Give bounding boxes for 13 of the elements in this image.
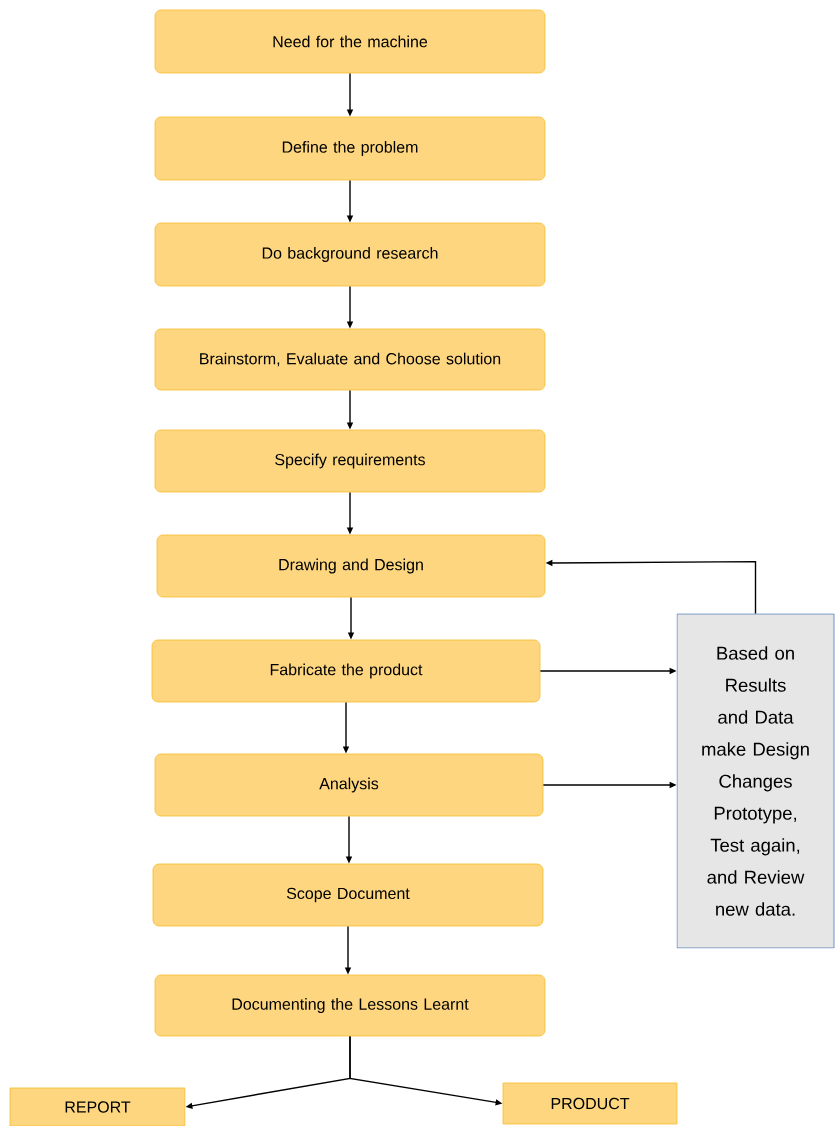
output-box: REPORT [9,1087,186,1126]
note-box: Based on Results and Data make Design Changes Prototype, Test again, and Review new data. [676,613,835,949]
process-box: Specify requirements [154,429,546,493]
process-box: Brainstorm, Evaluate and Choose solution [154,328,546,391]
process-box: Documenting the Lessons Learnt [154,974,546,1037]
output-box: PRODUCT [502,1082,678,1125]
process-box: Define the problem [154,116,546,181]
process-box: Scope Document [152,863,544,927]
process-box: Fabricate the product [151,639,541,703]
process-box: Drawing and Design [156,534,546,598]
process-box: Analysis [154,753,544,817]
process-box: Do background research [154,222,546,287]
process-box: Need for the machine [154,9,546,74]
